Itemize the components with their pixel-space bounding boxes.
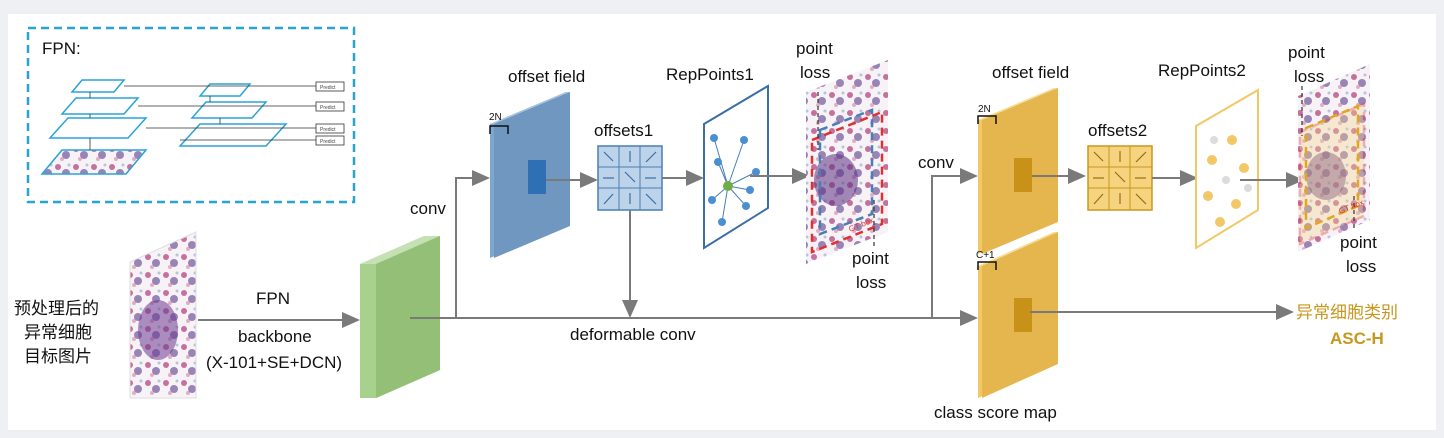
- feature-map-top: [360, 236, 440, 264]
- input-label-line2: 异常细胞: [24, 323, 92, 343]
- reppoints2-plane: [1195, 88, 1259, 250]
- reppoints1-center: [723, 181, 733, 191]
- offset-field2-block: [978, 88, 1058, 254]
- fpn-c5-layer: [70, 79, 126, 93]
- channels2-label: 2N: [978, 104, 991, 115]
- channels1-bracket: [489, 125, 509, 134]
- fpn-predict-label: Predict: [320, 105, 336, 111]
- offsets2-grid: [1087, 145, 1153, 211]
- offset-field2-top: [978, 88, 1058, 120]
- fpn-p3-layer: [178, 123, 288, 147]
- result2-image: GT box: [1298, 64, 1370, 252]
- class-channels-label: C+1: [976, 250, 995, 261]
- point-loss1-bottom-line1: point: [852, 249, 889, 268]
- feature-map-block: [360, 236, 440, 398]
- backbone-spec-label: (X-101+SE+DCN): [206, 353, 342, 372]
- class-score-map-label: class score map: [934, 403, 1057, 422]
- backbone-label: backbone: [238, 327, 312, 346]
- fpn-c3-layer: [48, 117, 148, 139]
- result1-image: GT box: [806, 60, 888, 264]
- offset-field1-kernel: [528, 160, 546, 194]
- class-score-map-kernel: [1014, 298, 1032, 332]
- offsets1-label: offsets1: [594, 121, 653, 140]
- cell-cluster: [138, 300, 178, 360]
- offset-field2-kernel: [1014, 158, 1032, 192]
- conv2-label: conv: [918, 153, 954, 172]
- deformable-conv-label: deformable conv: [570, 325, 696, 344]
- fpn-title: FPN:: [42, 39, 81, 58]
- fpn-p5-layer: [198, 83, 252, 97]
- fpn-label: FPN: [256, 289, 290, 308]
- point-loss2-top-line2: loss: [1294, 67, 1324, 86]
- input-image: [129, 231, 197, 399]
- fpn-p4-layer: [190, 101, 268, 119]
- class-score-map-top: [978, 232, 1058, 266]
- result1-pred-box: [818, 108, 874, 236]
- channels1-label: 2N: [489, 112, 502, 123]
- conv2-arrow: [931, 168, 978, 318]
- reppoints2-label: RepPoints2: [1158, 61, 1246, 80]
- point-loss2-bottom-line1: point: [1340, 233, 1377, 252]
- offset-field1-top: [490, 92, 570, 124]
- conv1-label: conv: [410, 199, 446, 218]
- fpn-predict-label: Predict: [320, 85, 336, 91]
- input-label-line1: 预处理后的: [14, 299, 99, 319]
- offset-field1-label: offset field: [508, 67, 585, 86]
- fpn-input-layer: [40, 149, 148, 175]
- conv1-arrow: [455, 170, 490, 318]
- output-class-label: 异常细胞类别: [1296, 303, 1398, 323]
- input-label-line3: 目标图片: [24, 347, 92, 367]
- fpn-predict-label: Predict: [320, 139, 336, 145]
- class-channels-bracket: [977, 261, 997, 270]
- result1-gt-box: [810, 110, 884, 254]
- fpn-c4-layer: [60, 97, 140, 115]
- fpn-predict-box: [315, 123, 345, 134]
- fpn-predict-label: Predict: [320, 127, 336, 133]
- reppoints1-label: RepPoints1: [666, 65, 754, 84]
- fpn-predict-box: [315, 135, 345, 146]
- point-loss2-bottom-line2: loss: [1346, 257, 1376, 276]
- class-score-map-block: [978, 232, 1058, 398]
- output-class-value: ASC-H: [1330, 329, 1384, 348]
- reppoints2-panel: [1195, 88, 1259, 250]
- offset-field2-label: offset field: [992, 63, 1069, 82]
- fpn-predict-box: [315, 81, 345, 92]
- offset-field1-block: [490, 92, 570, 258]
- fpn-inset: FPN: Predict Predict Predict Predict: [26, 26, 356, 204]
- result2-pred-box: [1304, 104, 1360, 230]
- reppoints1-panel: [703, 84, 769, 250]
- point-loss2-top-line1: point: [1288, 43, 1325, 62]
- offsets1-grid: [597, 145, 663, 211]
- fpn-predict-box: [315, 101, 345, 112]
- point-loss1-bottom-line2: loss: [856, 273, 886, 292]
- feature-map-side: [376, 236, 440, 398]
- point-loss1-top-line1: point: [796, 39, 833, 58]
- channels2-bracket: [977, 115, 997, 124]
- reppoints1-plane: [703, 84, 769, 250]
- point-loss1-top-line2: loss: [800, 63, 830, 82]
- offsets2-label: offsets2: [1088, 121, 1147, 140]
